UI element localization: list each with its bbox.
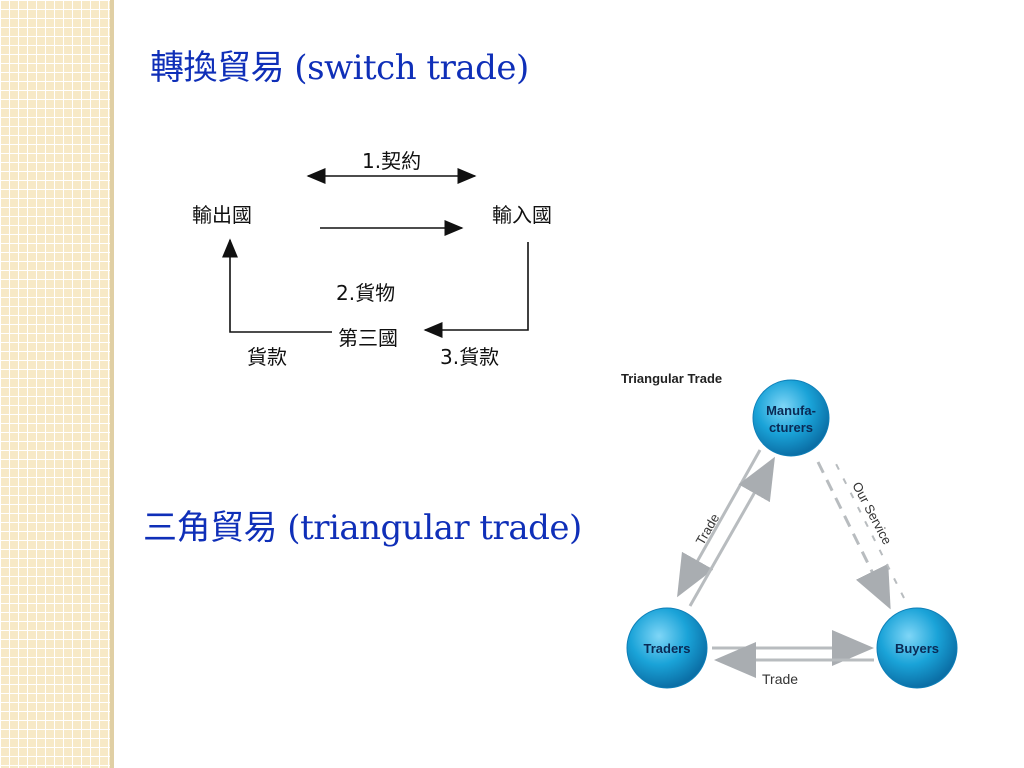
switch-trade-diagram: 1.契約 輸出國 輸入國 2.貨物 第三國 3.貨款 貨款 (192, 149, 552, 369)
manufacturers-label-line2: cturers (769, 420, 813, 435)
triangular-trade-title: 三角貿易 (triangular trade) (143, 508, 582, 548)
triangular-trade-heading: Triangular Trade (621, 371, 722, 386)
trade-bottom-label: Trade (762, 671, 798, 687)
contract-label: 1.契約 (362, 149, 421, 173)
traders-node: Traders (626, 607, 708, 689)
payment-to-exporter-arrow (222, 238, 332, 333)
payment-to-third-arrow (423, 242, 529, 338)
trade-arrow-up-left (688, 456, 775, 607)
switch-trade-title: 轉換貿易 (switch trade) (150, 48, 529, 88)
buyers-node: Buyers (876, 607, 958, 689)
goods-label: 2.貨物 (336, 281, 395, 305)
manufacturers-label-line1: Manufa- (766, 403, 816, 418)
importer-label: 輸入國 (492, 203, 552, 227)
triangular-trade-diagram: Triangular Trade Trade Trade Our Service… (621, 371, 958, 689)
payment-label: 貨款 (247, 345, 287, 369)
service-arrow-up (831, 455, 905, 599)
side-strip-edge (110, 0, 114, 768)
buyers-label: Buyers (895, 641, 939, 656)
manufacturers-node: Manufa- cturers (752, 379, 830, 457)
trade-left-label: Trade (693, 511, 723, 547)
third-country-label: 第三國 (338, 326, 398, 350)
decorative-side-strip (0, 0, 110, 768)
service-arrow-down (816, 461, 891, 610)
exporter-label: 輸出國 (192, 203, 252, 227)
payment-step3-label: 3.貨款 (440, 345, 499, 369)
traders-label: Traders (644, 641, 691, 656)
